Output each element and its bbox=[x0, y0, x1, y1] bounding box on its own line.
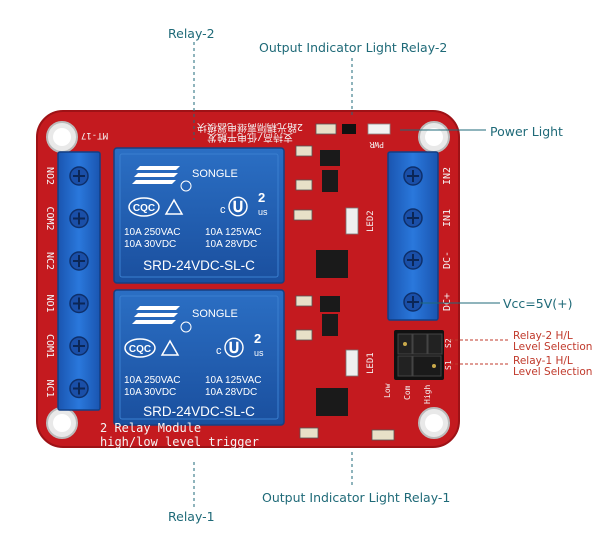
board-chinese-line2: 支持高/低电平触发 bbox=[207, 131, 293, 144]
relay1-brand: SONGLE bbox=[192, 308, 238, 320]
smd-components bbox=[293, 123, 395, 441]
board-title-line1: 2 Relay Module bbox=[100, 421, 201, 435]
songle-logo-icon bbox=[132, 306, 180, 324]
relay2-model: SRD-24VDC-SL-C bbox=[143, 258, 255, 273]
left-terminal-label: NO2 bbox=[44, 167, 55, 185]
relay1-spec-r1: 10A 125VAC bbox=[205, 375, 262, 386]
jumper-com-label: Com bbox=[403, 385, 412, 400]
right-terminal-label: IN2 bbox=[442, 167, 453, 185]
svg-text:CQC: CQC bbox=[129, 344, 151, 355]
jumper-header[interactable] bbox=[394, 330, 444, 380]
callout-vcc: Vcc=5V(+) bbox=[503, 296, 573, 311]
jumper-high-label: High bbox=[423, 385, 432, 404]
relay2-brand: SONGLE bbox=[192, 168, 238, 180]
callout-lines-red bbox=[450, 339, 510, 365]
songle-logo-icon bbox=[132, 166, 180, 184]
callout-output-light-relay-1: Output Indicator Light Relay-1 bbox=[262, 490, 451, 505]
callout-relay-2: Relay-2 bbox=[168, 26, 215, 41]
relay-2: SONGLE CQC c Ⓤ 2 us 10A 250VAC 10A 30VDC… bbox=[113, 147, 285, 284]
left-terminal-label: COM2 bbox=[44, 206, 55, 230]
jumper-s1-label: S1 bbox=[444, 360, 453, 370]
mounting-holes bbox=[46, 121, 450, 439]
led1-label: LED1 bbox=[366, 352, 376, 374]
callout-relay2-hl-line1: Relay-2 H/L bbox=[513, 330, 573, 342]
relay2-spec-r2: 10A 28VDC bbox=[205, 239, 257, 250]
callout-relay1-hl-line2: Level Selection bbox=[513, 366, 593, 378]
board-chinese-line1: 2路光耦隔离继电器模块 bbox=[197, 121, 303, 134]
relay1-model: SRD-24VDC-SL-C bbox=[143, 404, 255, 419]
callout-power-light: Power Light bbox=[490, 124, 563, 139]
left-terminal-label: NO1 bbox=[44, 294, 55, 312]
right-terminal-label: IN1 bbox=[442, 209, 453, 227]
callout-relay-1: Relay-1 bbox=[168, 509, 215, 524]
relay1-spec-l2: 10A 30VDC bbox=[124, 387, 176, 398]
warning-triangle-icon bbox=[164, 198, 184, 215]
relay2-spec-l1: 10A 250VAC bbox=[124, 227, 181, 238]
ul-num: 2 bbox=[254, 331, 261, 346]
right-terminal-block bbox=[387, 151, 439, 321]
ul-mark-icon: Ⓤ bbox=[228, 196, 248, 219]
left-terminal-block bbox=[57, 151, 101, 411]
callout-relay2-hl: Relay-2 H/L Level Selection bbox=[513, 331, 592, 353]
callout-relay1-hl-line1: Relay-1 H/L bbox=[513, 355, 573, 367]
warning-triangle-icon bbox=[160, 339, 180, 356]
svg-text:CQC: CQC bbox=[133, 203, 155, 214]
right-terminal-label: DC+ bbox=[442, 293, 453, 311]
power-led bbox=[367, 123, 391, 135]
ul-us: us bbox=[254, 348, 264, 358]
callout-relay2-hl-line2: Level Selection bbox=[513, 341, 593, 353]
cqc-mark-icon: CQC bbox=[124, 338, 156, 358]
ul-c-mark: c bbox=[216, 345, 222, 357]
board-title-line2: high/low level trigger bbox=[100, 435, 259, 449]
left-terminal-label: COM1 bbox=[44, 334, 55, 358]
relay2-spec-r1: 10A 125VAC bbox=[205, 227, 262, 238]
left-terminal-label: NC1 bbox=[44, 379, 55, 397]
board-model-code: MT-17 bbox=[81, 130, 108, 140]
cqc-mark-icon: CQC bbox=[128, 197, 160, 217]
left-terminal-screws bbox=[69, 166, 89, 399]
right-terminal-label: DC- bbox=[442, 251, 453, 269]
relay2-spec-l2: 10A 30VDC bbox=[124, 239, 176, 250]
callout-relay1-hl: Relay-1 H/L Level Selection bbox=[513, 356, 592, 378]
relay-1: SONGLE CQC c Ⓤ 2 us 10A 250VAC 10A 30VDC… bbox=[113, 289, 285, 426]
relay1-spec-r2: 10A 28VDC bbox=[205, 387, 257, 398]
callout-lines bbox=[193, 42, 500, 510]
ul-num: 2 bbox=[258, 190, 265, 205]
ul-us: us bbox=[258, 207, 268, 217]
pwr-label: PWR bbox=[369, 140, 384, 149]
ul-mark-icon: Ⓤ bbox=[224, 337, 244, 360]
jumper-low-label: Low bbox=[383, 383, 392, 398]
relay1-spec-l1: 10A 250VAC bbox=[124, 375, 181, 386]
ul-c-mark: c bbox=[220, 204, 226, 216]
callout-output-light-relay-2: Output Indicator Light Relay-2 bbox=[259, 40, 448, 55]
jumper-s2-label: S2 bbox=[444, 338, 453, 348]
led2-label: LED2 bbox=[366, 210, 376, 232]
left-terminal-label: NC2 bbox=[44, 252, 55, 270]
right-terminal-screws bbox=[403, 166, 423, 312]
